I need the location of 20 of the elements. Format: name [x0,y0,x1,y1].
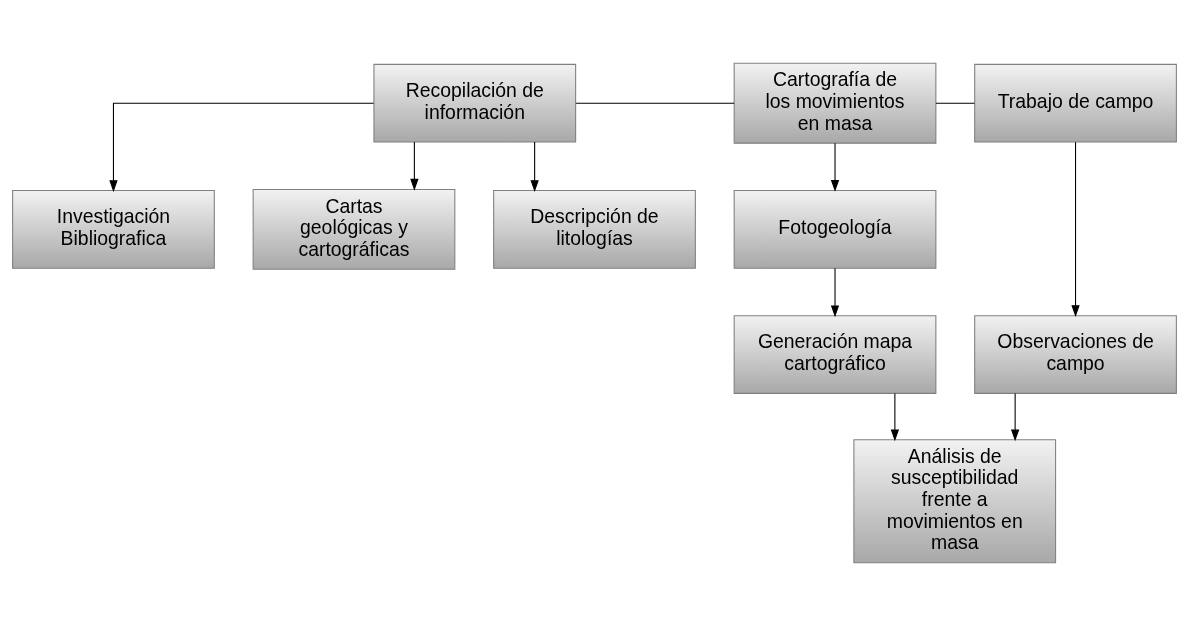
node-box: Generación mapa cartográfico [733,315,937,394]
node-box: Cartas geológicas y cartográficas [252,188,456,270]
arrow [890,392,900,442]
arrow [1071,141,1080,318]
arrow [410,141,419,191]
node-box: Recopilación de información [373,63,577,143]
node-box: Descripción de litologías [493,190,696,269]
node-box: Trabajo de campo [974,63,1177,143]
arrow [1010,392,1020,442]
arrow [109,102,375,193]
node-box: Cartografía de los movimientos en masa [733,62,937,144]
node-box: Investigación Bibliografica [12,190,215,269]
node-box: Observaciones de campo [974,315,1177,394]
arrow [830,267,840,318]
connector [575,102,735,104]
connector [935,102,975,104]
node-box: Fotogeología [733,190,937,269]
arrow [530,141,539,193]
node-box: Análisis de susceptibilidad frente a movimientos en masa [853,439,1057,564]
arrow [830,142,840,192]
